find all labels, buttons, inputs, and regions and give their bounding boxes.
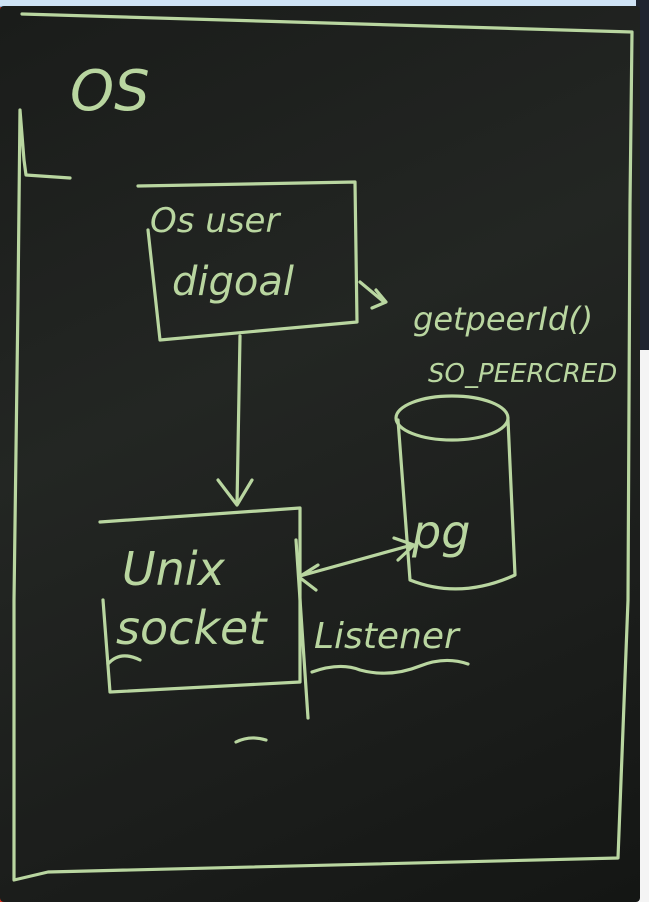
listener-label: Listener [314,616,461,657]
pg-cylinder-top [394,394,510,442]
socket-pg-arrow [297,536,416,592]
os-user-box [136,180,359,342]
os-label: OS [70,59,150,124]
getpeerid-label: getpeerId() [413,300,593,338]
chalk-mark [234,736,268,744]
pg-label: pg [411,505,470,559]
socket-squiggle [106,654,142,666]
os-frame [12,12,634,882]
os-user-label: Os user [150,201,281,241]
getpeerid-arrow [358,280,388,310]
unix-socket-box [98,506,302,694]
blackboard [0,6,640,902]
listener-line [294,538,310,720]
pg-cylinder-body [396,418,517,591]
down-arrow [216,334,254,507]
so-peercred-label: SO_PEERCRED [428,359,617,389]
listener-underline [310,658,470,675]
unix-label: Unix [122,542,226,596]
socket-label: socket [116,601,268,655]
digoal-label: digoal [172,259,294,305]
